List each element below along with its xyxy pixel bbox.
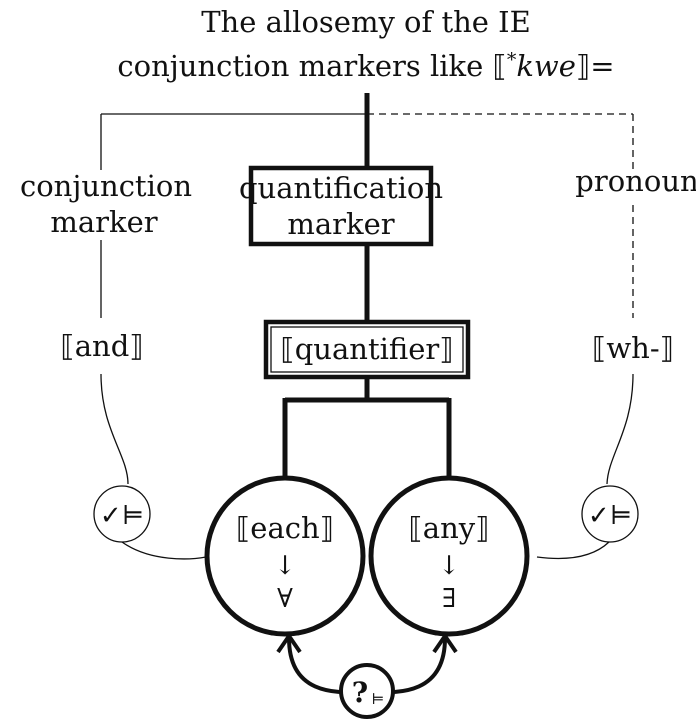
right-denotation-wh: ⟦wh-⟧ xyxy=(592,331,674,365)
left-label-line-1: conjunction xyxy=(20,169,192,203)
question-circle xyxy=(339,663,395,719)
left-curve-to-check xyxy=(100,373,129,485)
any-circle xyxy=(368,475,530,637)
right-label-pronoun: pronoun xyxy=(575,164,696,198)
title-star: * xyxy=(507,49,517,71)
forall-symbol: ∀ xyxy=(277,584,293,614)
question-entail: ⊨ xyxy=(372,690,385,708)
any-label: ⟦any⟧ xyxy=(408,511,489,545)
question-mark: ? xyxy=(352,676,368,709)
left-label-line-2: marker xyxy=(50,205,157,239)
quantification-marker-box xyxy=(248,165,434,247)
quantifier-box xyxy=(263,319,471,380)
arrowhead-to-any xyxy=(432,634,458,654)
arrowhead-to-each xyxy=(276,634,302,654)
right-curve-to-check xyxy=(606,373,634,485)
title-italic-kwe: kwe xyxy=(516,49,576,83)
any-arrow: ↓ xyxy=(438,551,460,581)
title-line-2: conjunction markers like ⟦*kwe⟧= xyxy=(117,49,614,83)
left-check-circle xyxy=(93,485,151,543)
quantifier-label: ⟦quantifier⟧ xyxy=(280,332,453,366)
quantification-marker-line-1: quantification xyxy=(239,171,443,205)
left-check-mark: ✓⊨ xyxy=(100,501,144,531)
quantification-marker-line-2: marker xyxy=(287,207,394,241)
each-arrow: ↓ xyxy=(274,551,296,581)
each-circle xyxy=(204,475,366,637)
right-check-mark: ✓⊨ xyxy=(588,501,632,531)
left-denotation-and: ⟦and⟧ xyxy=(60,329,143,363)
exists-symbol: ∃ xyxy=(442,584,456,614)
title-line-2-suffix: ⟧= xyxy=(576,49,615,83)
each-label: ⟦each⟧ xyxy=(236,511,334,545)
right-curve-to-any xyxy=(536,541,610,560)
right-check-circle xyxy=(581,485,639,543)
title-line-1: The allosemy of the IE xyxy=(201,5,531,39)
left-curve-to-each xyxy=(121,541,207,560)
title-line-2-prefix: conjunction markers like ⟦ xyxy=(117,49,506,83)
quantifier-box-inner xyxy=(270,326,464,373)
